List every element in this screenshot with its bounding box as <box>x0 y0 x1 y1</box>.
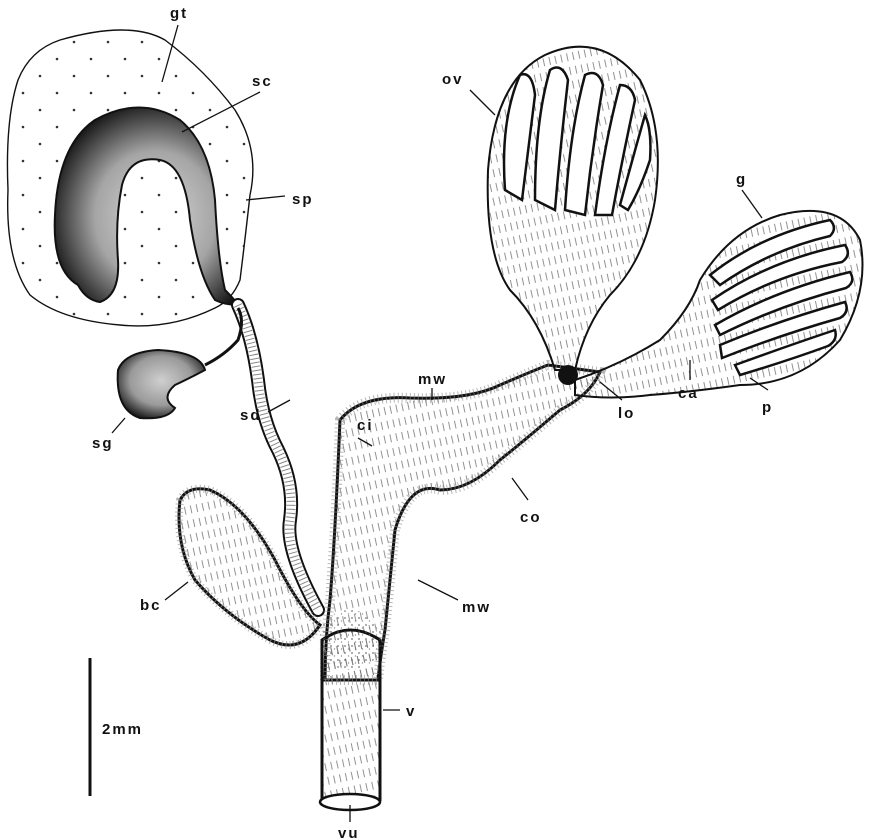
leader-sp <box>246 196 285 200</box>
spermatheca <box>7 30 252 326</box>
label-sp: sp <box>292 191 314 208</box>
leader-sd <box>268 400 290 412</box>
leader-g <box>742 190 762 218</box>
leader-mw-lower <box>418 580 458 600</box>
label-sg: sg <box>92 435 114 452</box>
scale-bar-label: 2mm <box>102 721 143 738</box>
leader-sg <box>112 418 125 433</box>
label-sd: sd <box>240 407 262 424</box>
ovary-upper <box>488 47 658 385</box>
scale-bar: 2mm <box>90 658 143 796</box>
label-mw-upper: mw <box>418 371 447 388</box>
vulva-knot <box>318 610 382 670</box>
label-vu: vu <box>338 825 360 840</box>
leader-bc <box>165 582 188 600</box>
leader-co <box>512 478 528 500</box>
label-mw-lower: mw <box>462 599 491 616</box>
label-p: p <box>762 399 773 416</box>
label-bc: bc <box>140 597 162 614</box>
label-ov: ov <box>442 71 464 88</box>
label-co: co <box>520 509 542 526</box>
label-g: g <box>736 171 747 188</box>
label-lo: lo <box>618 405 635 422</box>
label-gt: gt <box>170 5 188 22</box>
leader-ov <box>470 90 495 115</box>
label-v: v <box>406 703 416 720</box>
label-ca: ca <box>678 385 699 402</box>
label-sc: sc <box>252 73 273 90</box>
vagina <box>318 610 382 810</box>
label-ci: ci <box>357 417 374 434</box>
